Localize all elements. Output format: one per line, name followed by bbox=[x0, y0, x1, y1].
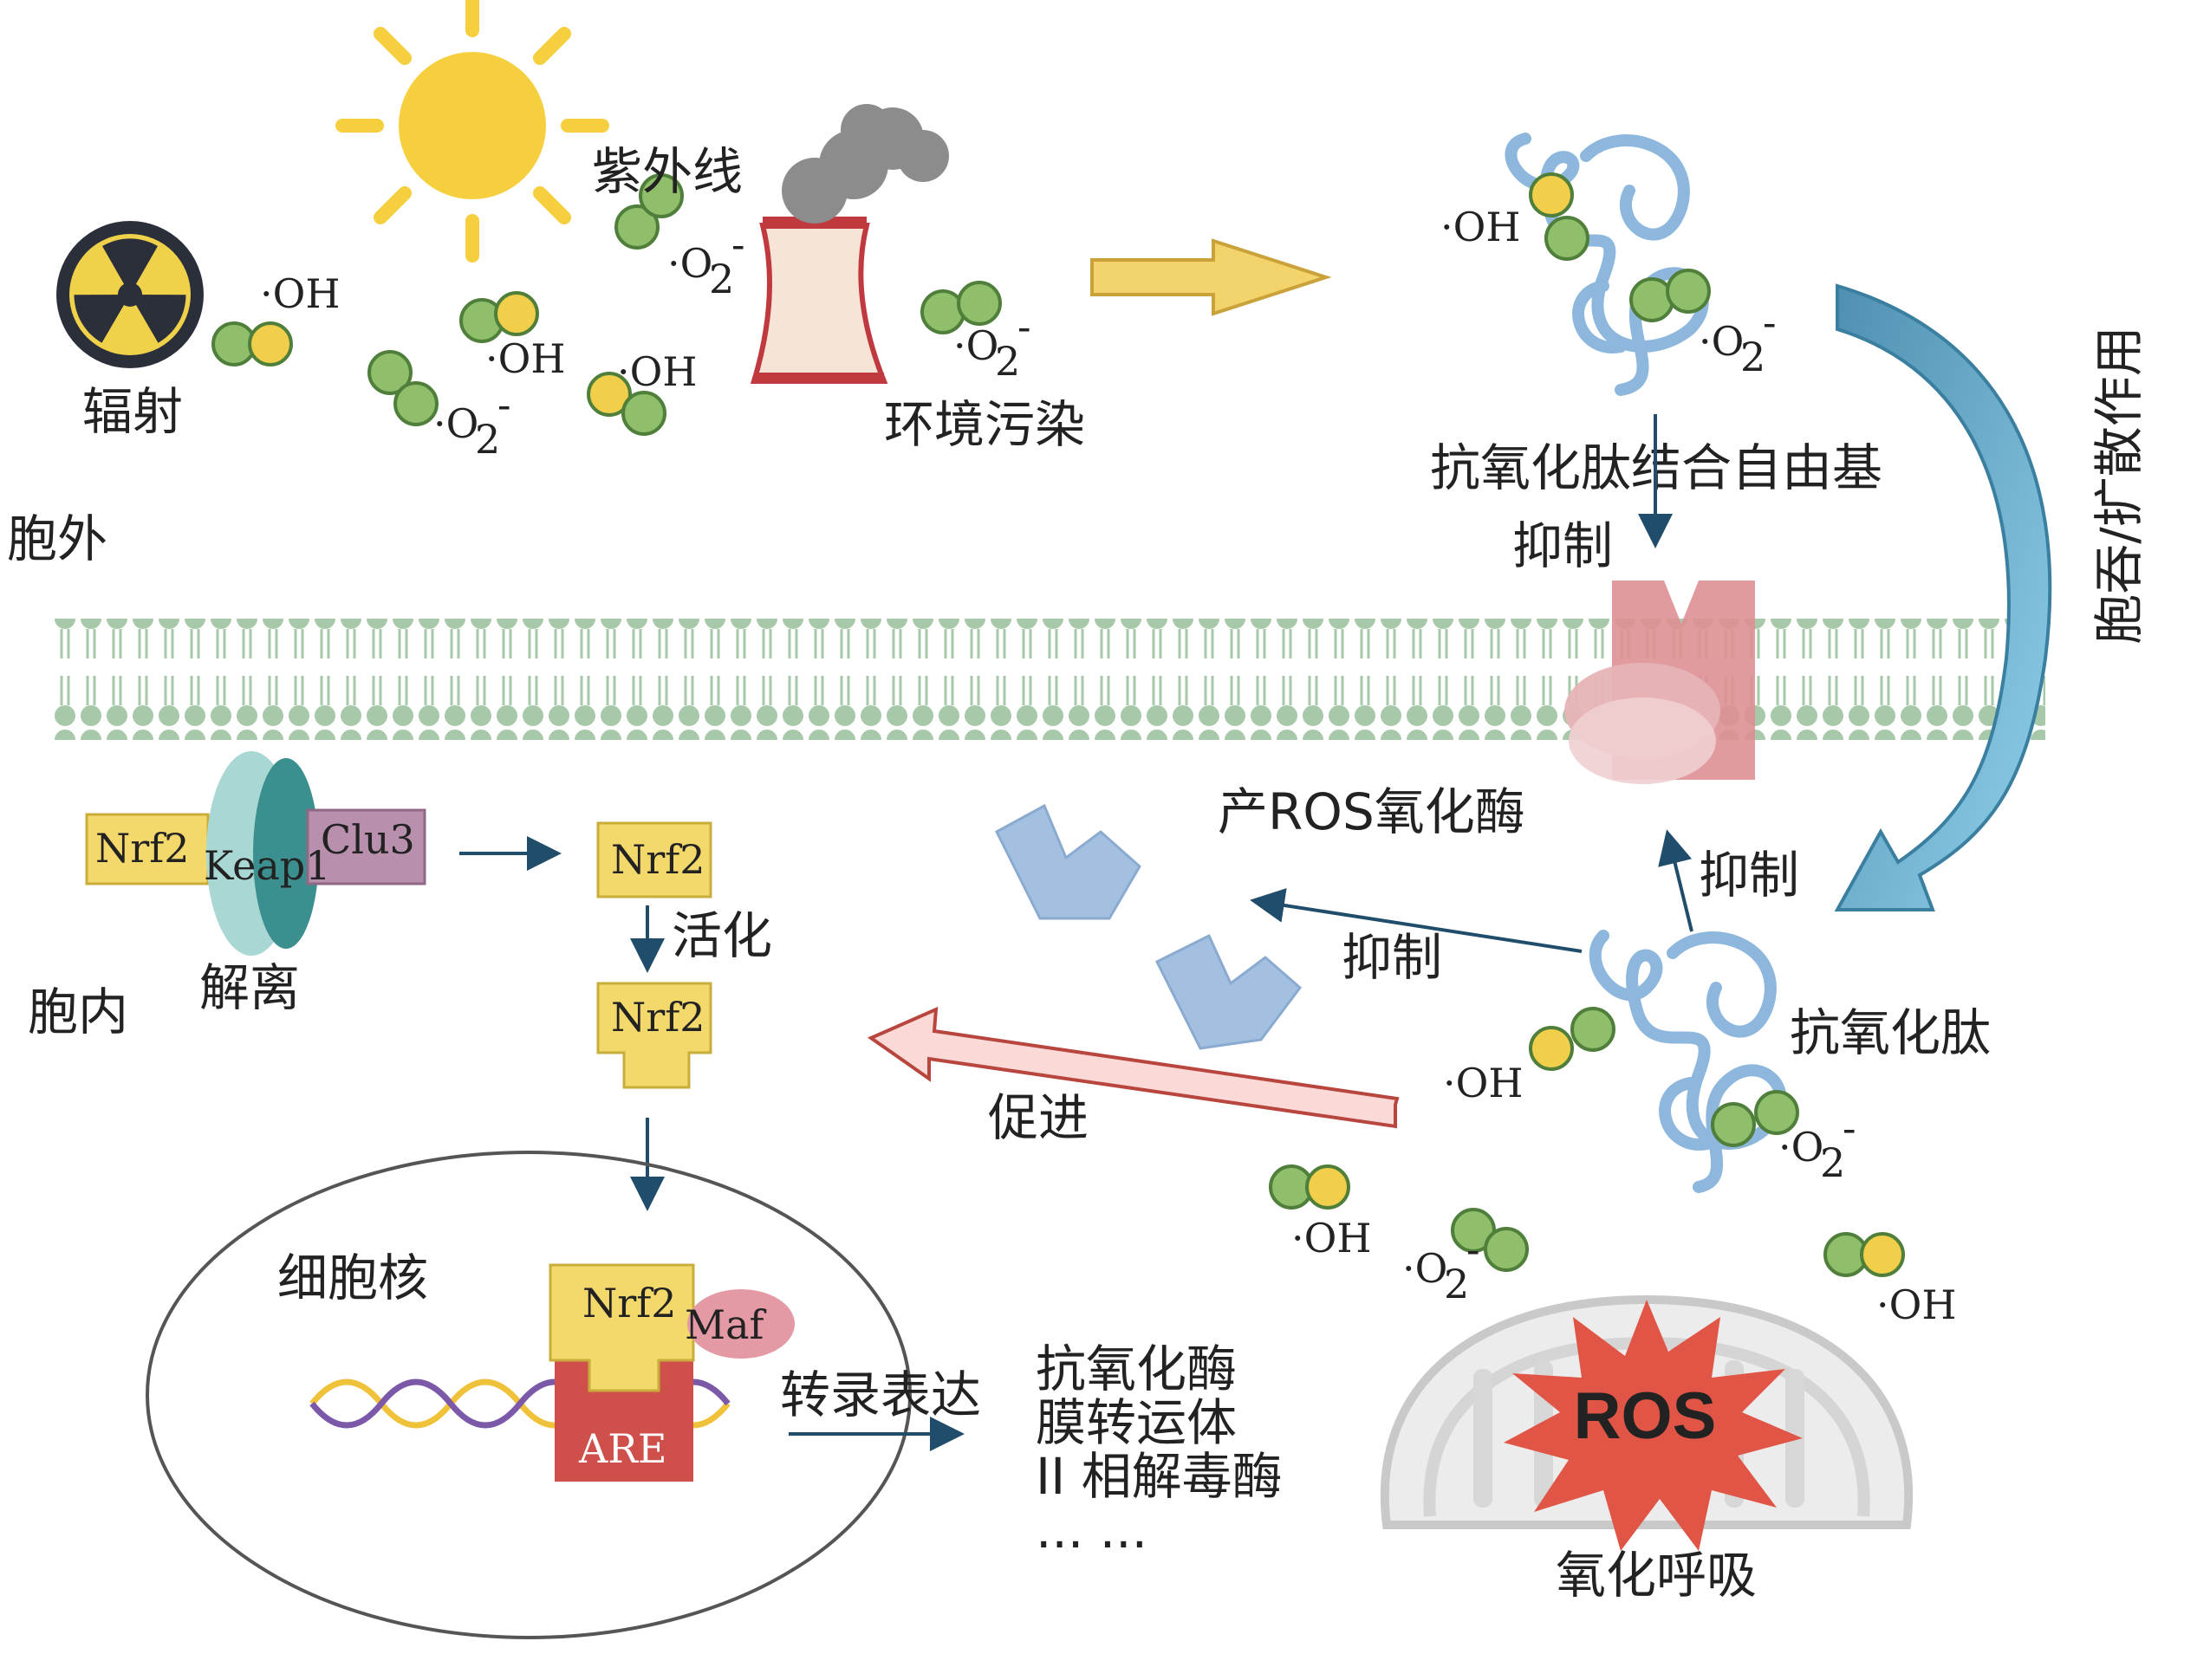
svg-text:ARE: ARE bbox=[578, 1425, 666, 1472]
radicals-extracellular bbox=[211, 173, 1002, 436]
intracellular-label: 胞内 bbox=[28, 983, 128, 1041]
svg-text:2: 2 bbox=[1820, 1139, 1845, 1186]
antioxidant-peptide-label: 抗氧化肽 bbox=[1790, 1003, 1991, 1062]
svg-text:·O: ·O bbox=[1778, 1124, 1823, 1171]
nrf2-maf-are-complex: Nrf2 Maf ARE bbox=[549, 1263, 795, 1482]
o2-label: ·O 2 - bbox=[1778, 1105, 1856, 1186]
radiation-icon bbox=[56, 221, 204, 368]
radical-pair bbox=[211, 321, 293, 366]
ros-text: ROS bbox=[1574, 1379, 1717, 1453]
o2-label: ·O 2 - bbox=[667, 221, 745, 302]
radicals-on-bottom-peptide bbox=[1529, 1007, 1799, 1147]
o2-label: ·O 2 - bbox=[433, 381, 511, 463]
oh-label: ·OH bbox=[1291, 1215, 1371, 1262]
peptide-bottom bbox=[1589, 930, 1787, 1193]
flow-arrow-yellow bbox=[1090, 238, 1332, 316]
oh-label: ·OH bbox=[260, 270, 340, 317]
uv-label: 紫外线 bbox=[592, 142, 743, 201]
mitochondrion: ROS bbox=[1380, 1294, 1914, 1551]
nrf2-activated: Nrf2 bbox=[596, 982, 712, 1089]
transcription-label: 转录表达 bbox=[780, 1365, 981, 1424]
activation-label: 活化 bbox=[672, 906, 772, 965]
oh-label: ·OH bbox=[1443, 1060, 1523, 1106]
product-item: 膜转运体 bbox=[1036, 1393, 1237, 1452]
radical-pair bbox=[614, 173, 684, 250]
svg-text:-: - bbox=[1017, 303, 1031, 350]
svg-text:2: 2 bbox=[1444, 1261, 1469, 1307]
promote-label: 促进 bbox=[988, 1088, 1089, 1147]
radical-pair bbox=[367, 350, 439, 426]
svg-text:·O: ·O bbox=[953, 322, 998, 369]
svg-text:-: - bbox=[497, 381, 511, 428]
svg-text:2: 2 bbox=[709, 256, 734, 302]
svg-text:-: - bbox=[1466, 1226, 1480, 1273]
inhibit-arrow-mid bbox=[1250, 888, 1583, 953]
extracellular-label: 胞外 bbox=[7, 509, 107, 568]
oh-label: ·OH bbox=[1440, 204, 1520, 250]
svg-text:·O: ·O bbox=[433, 400, 478, 447]
oxidative-respiration-label: 氧化呼吸 bbox=[1556, 1546, 1757, 1605]
keap1-complex: Nrf2 Keap1 Clu3 bbox=[85, 751, 426, 956]
svg-text:·O: ·O bbox=[1402, 1245, 1447, 1292]
endocytosis-arrow bbox=[1834, 283, 2052, 911]
sun-icon bbox=[335, 0, 609, 263]
product-item: ... ... bbox=[1036, 1501, 1147, 1560]
svg-text:Nrf2: Nrf2 bbox=[611, 994, 705, 1041]
svg-text:Maf: Maf bbox=[685, 1301, 767, 1348]
inhibit-label-right: 抑制 bbox=[1699, 846, 1799, 905]
oh-label: ·OH bbox=[617, 348, 697, 395]
svg-text:Nrf2: Nrf2 bbox=[582, 1280, 677, 1326]
promote-arrow bbox=[867, 1006, 1400, 1129]
inhibit-arrow-right bbox=[1658, 829, 1693, 932]
o2-label: ·O 2 - bbox=[1402, 1226, 1480, 1307]
radicals-intracellular bbox=[1269, 1164, 1905, 1277]
product-item: 抗氧化酶 bbox=[1036, 1339, 1237, 1398]
oh-label: ·OH bbox=[1876, 1281, 1956, 1328]
o2-label: ·O 2 - bbox=[953, 303, 1031, 385]
pollution-label: 环境污染 bbox=[884, 395, 1085, 454]
svg-text:-: - bbox=[1843, 1105, 1856, 1151]
ros-enzyme-membrane bbox=[1564, 581, 1755, 784]
ros-enzyme-label: 产ROS氧化酶 bbox=[1218, 782, 1525, 841]
radical-pair bbox=[920, 281, 1002, 334]
svg-text:2: 2 bbox=[1740, 334, 1765, 380]
keap1-label: Keap1 bbox=[204, 842, 331, 889]
svg-text:2: 2 bbox=[995, 338, 1020, 385]
svg-text:2: 2 bbox=[475, 416, 500, 463]
nucleus bbox=[146, 1151, 912, 1639]
radical-pair bbox=[459, 291, 539, 343]
nrf2-label: Nrf2 bbox=[95, 825, 190, 872]
dissociation-label: 解离 bbox=[199, 958, 300, 1017]
nrf2-free: Nrf2 bbox=[596, 821, 712, 898]
inhibit-label-top: 抑制 bbox=[1512, 516, 1613, 575]
svg-text:Nrf2: Nrf2 bbox=[611, 836, 705, 883]
ros-enzyme-cytosolic bbox=[995, 803, 1303, 1050]
factory-icon bbox=[750, 104, 949, 384]
ros-burst-icon bbox=[1504, 1300, 1803, 1551]
svg-text:·O: ·O bbox=[667, 240, 712, 287]
radicals-on-top-peptide bbox=[1529, 172, 1711, 322]
radical-pair bbox=[587, 372, 666, 436]
oh-label: ·OH bbox=[485, 335, 565, 382]
svg-text:-: - bbox=[1763, 299, 1777, 346]
svg-text:-: - bbox=[731, 221, 745, 268]
svg-text:·O: ·O bbox=[1699, 318, 1744, 365]
product-item: II 相解毒酶 bbox=[1036, 1447, 1283, 1506]
radiation-label: 辐射 bbox=[82, 382, 183, 441]
o2-label: ·O 2 - bbox=[1699, 299, 1777, 380]
nucleus-label: 细胞核 bbox=[277, 1249, 428, 1307]
endocytosis-label: 胞吞/扩散作用 bbox=[2090, 326, 2148, 645]
product-list: 抗氧化酶 膜转运体 II 相解毒酶 ... ... bbox=[1036, 1339, 1283, 1560]
clu3-label: Clu3 bbox=[321, 816, 415, 863]
inhibit-label-mid: 抑制 bbox=[1342, 928, 1442, 987]
